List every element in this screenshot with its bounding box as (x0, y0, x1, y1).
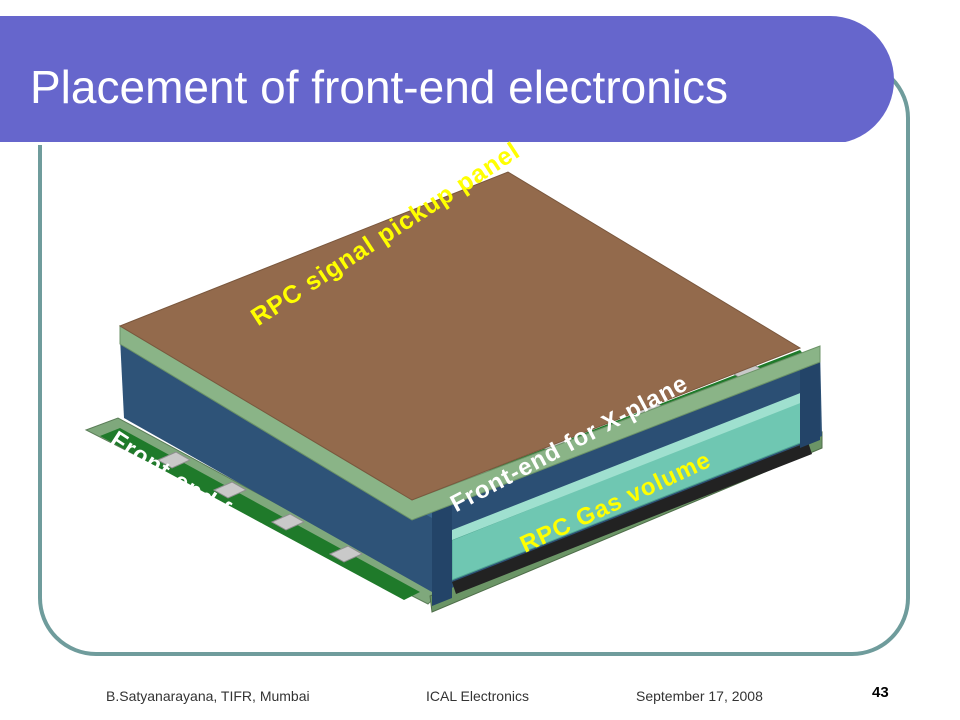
footer-event: ICAL Electronics (426, 688, 529, 704)
footer-page-number: 43 (872, 684, 889, 701)
stack-left-side (120, 338, 432, 592)
footer-author: B.Satyanarayana, TIFR, Mumbai (106, 688, 310, 704)
slide-title: Placement of front-end electronics (30, 61, 729, 113)
y-plane-chips (156, 451, 364, 563)
stack-pillars (432, 348, 820, 606)
title-bar: Placement of front-end electronics (0, 16, 894, 145)
footer-date: September 17, 2008 (636, 688, 763, 704)
gas-volume-glass-top (452, 390, 808, 540)
pickup-panel-top (118, 171, 802, 501)
title-underline (0, 142, 848, 145)
gas-volume-dark-layer (452, 442, 812, 594)
